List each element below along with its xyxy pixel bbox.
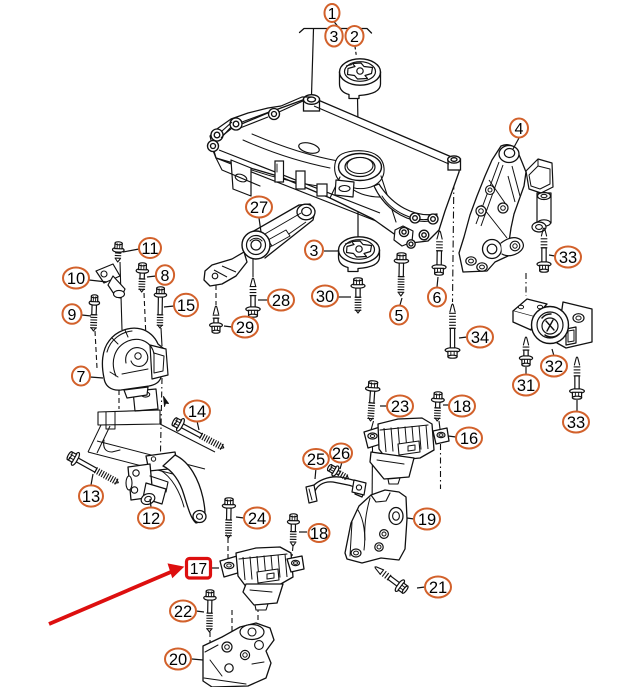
svg-text:10: 10 (67, 270, 85, 288)
svg-text:3: 3 (330, 29, 339, 46)
svg-text:29: 29 (236, 319, 254, 337)
svg-text:27: 27 (250, 199, 268, 217)
svg-text:15: 15 (177, 297, 195, 315)
svg-text:13: 13 (82, 488, 100, 506)
svg-text:30: 30 (316, 288, 334, 306)
svg-text:14: 14 (188, 403, 206, 421)
svg-text:5: 5 (395, 308, 404, 325)
svg-text:28: 28 (272, 292, 290, 310)
svg-text:17: 17 (190, 561, 207, 578)
svg-text:34: 34 (471, 329, 489, 347)
svg-text:6: 6 (433, 290, 442, 307)
svg-text:24: 24 (248, 510, 266, 528)
svg-text:1: 1 (328, 6, 337, 23)
svg-text:9: 9 (68, 307, 77, 324)
svg-text:25: 25 (307, 451, 325, 469)
svg-text:26: 26 (332, 445, 350, 463)
svg-text:32: 32 (545, 358, 563, 376)
svg-text:11: 11 (141, 240, 158, 258)
svg-text:33: 33 (559, 249, 577, 267)
svg-text:3: 3 (310, 243, 319, 260)
svg-text:18: 18 (310, 525, 328, 543)
svg-text:18: 18 (453, 398, 471, 416)
svg-text:7: 7 (77, 369, 86, 386)
svg-text:22: 22 (174, 603, 192, 621)
svg-text:33: 33 (567, 414, 585, 432)
svg-text:21: 21 (429, 579, 447, 597)
svg-text:31: 31 (517, 377, 535, 395)
svg-text:23: 23 (391, 398, 409, 416)
svg-text:4: 4 (515, 121, 524, 138)
svg-text:2: 2 (350, 29, 359, 46)
svg-text:8: 8 (161, 268, 170, 285)
svg-text:20: 20 (169, 651, 187, 669)
svg-text:19: 19 (418, 511, 436, 529)
svg-text:12: 12 (142, 510, 160, 528)
svg-text:16: 16 (460, 430, 478, 448)
